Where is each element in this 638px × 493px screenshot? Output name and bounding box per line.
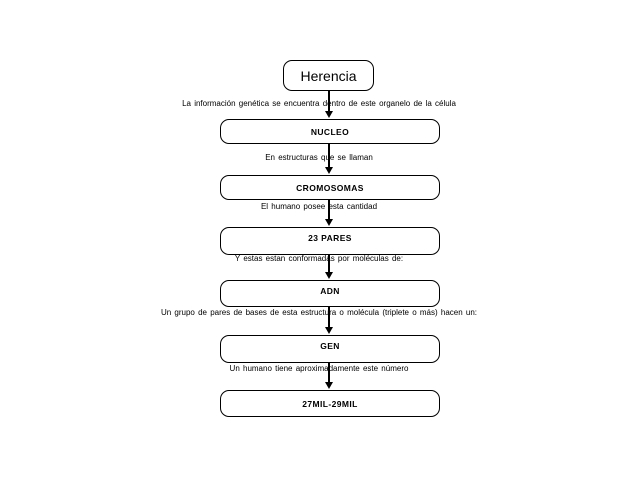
arrow-stem [328,91,330,113]
arrow-stem [328,200,330,221]
flow-node-cromosomas: CROMOSOMAS [220,175,440,200]
flow-node-23-pares: 23 PARES [220,227,440,255]
down-arrow-connector [324,91,334,118]
flow-node-title-label: Herencia [300,67,357,84]
flow-node-gen: GEN [220,335,440,363]
connector-caption: Un grupo de pares de bases de esta estru… [160,308,478,317]
arrow-stem [328,144,330,169]
arrow-down-icon [324,272,333,279]
flow-node-label: NUCLEO [310,126,350,137]
flow-node-label: CROMOSOMAS [296,182,364,193]
down-arrow-connector [324,363,334,389]
down-arrow-connector [324,200,334,226]
flow-node-label: 27MIL-29MIL [302,398,358,409]
arrow-stem [328,255,330,274]
flow-node-label: ADN [320,286,340,296]
arrow-stem [328,307,330,329]
arrow-down-icon [324,167,333,174]
arrow-down-icon [324,219,333,226]
down-arrow-connector [324,255,334,279]
connector-caption: En estructuras que se llaman [265,153,373,162]
arrow-down-icon [324,382,333,389]
down-arrow-connector [324,144,334,174]
arrow-down-icon [324,327,333,334]
arrow-stem [328,363,330,384]
flow-node-title: Herencia [283,60,374,91]
flow-node-label: 23 PARES [308,233,352,243]
connector-caption: Un humano tiene aproximadamente este núm… [229,364,409,373]
down-arrow-connector [324,307,334,334]
connector-caption: La información genética se encuentra den… [182,99,456,108]
connector-caption: El humano posee esta cantidad [260,202,378,211]
flow-node-label: GEN [320,341,340,351]
flow-node-adn: ADN [220,280,440,307]
arrow-down-icon [324,111,333,118]
flow-node-nucleo: NUCLEO [220,119,440,144]
flow-node-27mil-29mil: 27MIL-29MIL [220,390,440,417]
connector-caption: Y estas estan conformadas por moléculas … [234,254,404,263]
